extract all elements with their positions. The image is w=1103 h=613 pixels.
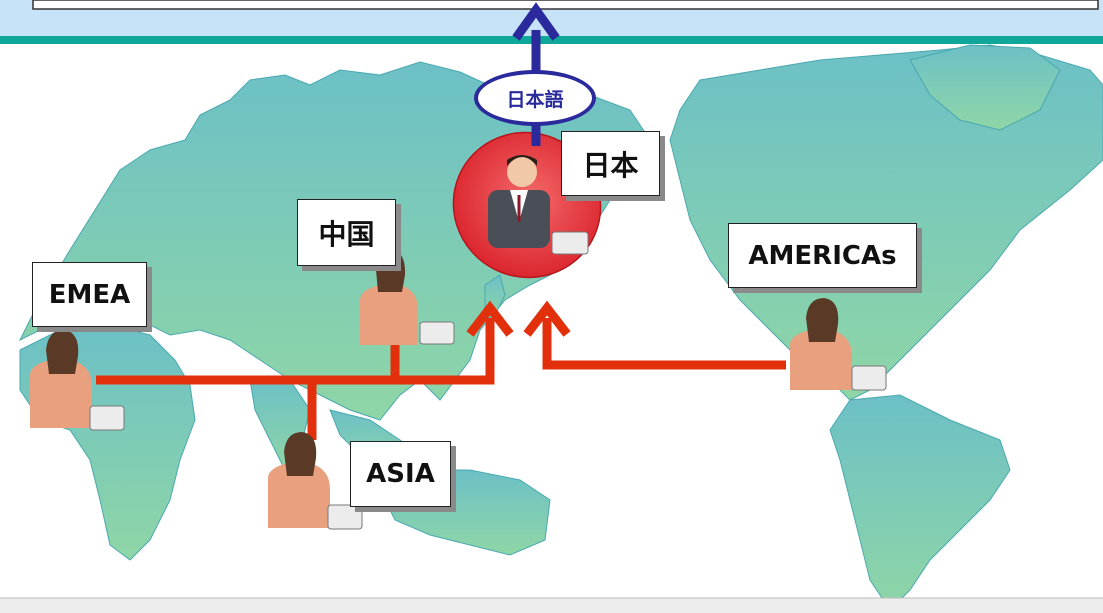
operator-woman-icon-emea <box>30 330 125 431</box>
operator-man-icon <box>488 155 589 255</box>
label-china: 中国 <box>297 199 396 266</box>
africa <box>19 324 196 561</box>
label-emea: EMEA <box>32 262 147 327</box>
south-america <box>829 394 1011 611</box>
greenland <box>909 44 1061 131</box>
language-bubble: 日本語 <box>474 70 596 126</box>
label-americas: AMERICAs <box>728 223 917 288</box>
bottom-bar <box>0 598 1103 613</box>
route-americas-to-japan <box>542 318 786 370</box>
teal-rule <box>0 36 1103 44</box>
operator-woman-icon-americas <box>790 298 887 391</box>
label-asia: ASIA <box>350 441 451 507</box>
header-box <box>32 0 1099 10</box>
language-arrowhead <box>512 2 560 41</box>
operator-woman-icon-asia <box>268 432 363 530</box>
arrowhead-left <box>466 300 514 337</box>
route-emea-to-japan <box>96 318 495 385</box>
arrowhead-right <box>523 300 571 337</box>
label-japan: 日本 <box>561 131 660 196</box>
